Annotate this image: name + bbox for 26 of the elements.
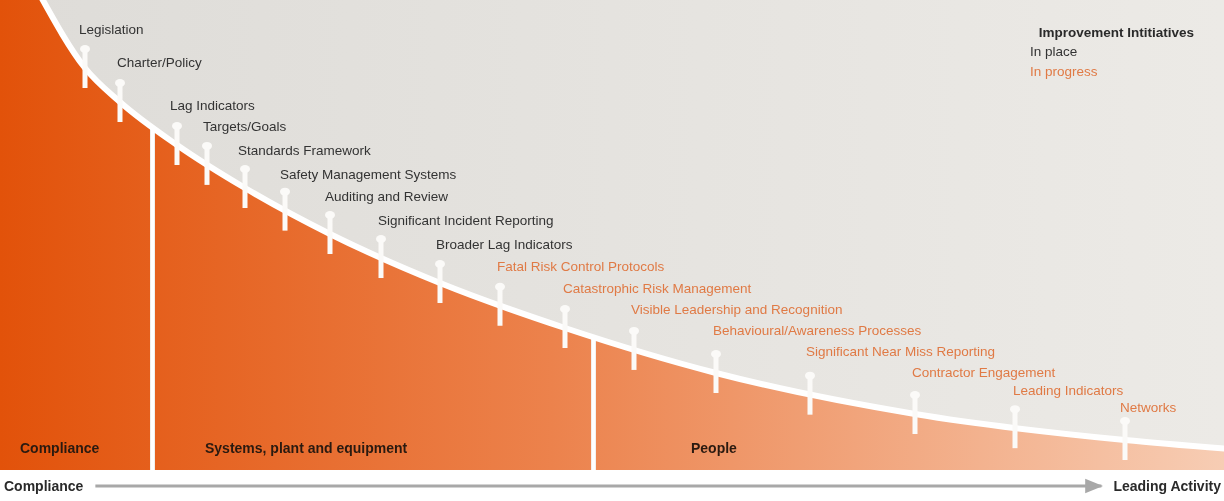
band-label: People bbox=[691, 440, 737, 456]
initiative-label: Charter/Policy bbox=[117, 55, 202, 71]
initiative-label: Legislation bbox=[79, 22, 144, 38]
initiative-label: Safety Management Systems bbox=[280, 167, 457, 183]
legend-heading: Improvement Intitiatives bbox=[1038, 25, 1194, 41]
initiative-label: Significant Incident Reporting bbox=[378, 213, 554, 229]
axis-label: Compliance bbox=[4, 478, 84, 494]
direction-arrow bbox=[95, 478, 1104, 494]
initiative-label: Leading Indicators bbox=[1013, 383, 1124, 399]
initiative-label: Fatal Risk Control Protocols bbox=[497, 259, 665, 275]
initiative-label: Catastrophic Risk Management bbox=[563, 281, 752, 297]
initiative-label: Lag Indicators bbox=[170, 98, 255, 114]
initiative-label: Targets/Goals bbox=[203, 119, 287, 135]
initiative-label: Networks bbox=[1120, 400, 1177, 416]
initiative-label: Contractor Engagement bbox=[912, 365, 1056, 381]
axis-label: Leading Activity bbox=[1113, 478, 1221, 494]
band-label: Compliance bbox=[20, 440, 100, 456]
legend-entry: In progress bbox=[1030, 64, 1098, 80]
legend-entry: In place bbox=[1030, 44, 1078, 60]
initiative-label: Visible Leadership and Recognition bbox=[631, 302, 843, 318]
initiative-label: Behavioural/Awareness Processes bbox=[713, 323, 922, 339]
band-label: Systems, plant and equipment bbox=[205, 440, 408, 456]
initiative-label: Broader Lag Indicators bbox=[436, 237, 573, 253]
initiative-label: Standards Framework bbox=[238, 143, 371, 159]
initiative-label: Significant Near Miss Reporting bbox=[806, 344, 996, 360]
initiative-label: Auditing and Review bbox=[325, 189, 449, 205]
